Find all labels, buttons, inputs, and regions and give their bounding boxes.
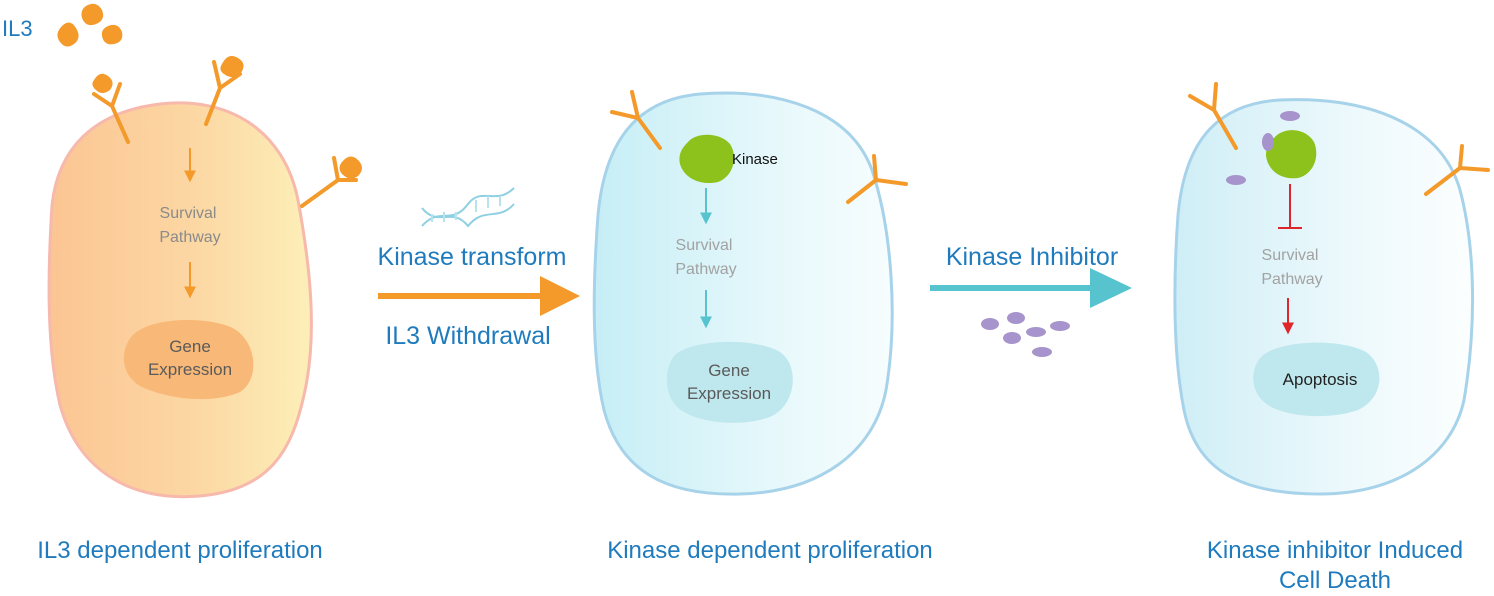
- nucleus: [666, 341, 793, 423]
- dna-icon: [421, 187, 515, 228]
- receptor-icon: [1188, 82, 1238, 150]
- il3-bound-ligand-icon: [92, 73, 113, 93]
- pathway-label-line2: Pathway: [1261, 271, 1322, 288]
- il3-label: IL3: [2, 16, 33, 41]
- receptor-icon: [1424, 144, 1490, 196]
- inhibitor-molecules: [981, 312, 1070, 357]
- kinase-icon: [1266, 130, 1317, 179]
- cell-membrane: [1173, 98, 1475, 496]
- receptor-icon: [300, 156, 358, 208]
- pathway-label-line2: Pathway: [675, 261, 736, 278]
- receptor-icon: [204, 60, 242, 126]
- cell-kinase-dependent: Kinase Survival Pathway Gene Expression: [592, 90, 908, 496]
- nucleus-label-line2: Expression: [687, 384, 771, 403]
- cell-membrane: [47, 101, 313, 499]
- nucleus-label-line1: Gene: [169, 337, 211, 356]
- kinase-label: Kinase: [732, 151, 778, 168]
- il3-ligand-icon: [81, 3, 104, 26]
- il3-bound-ligand-icon: [339, 156, 362, 179]
- inhibitor-arrow: [930, 268, 1132, 308]
- receptor-icon: [846, 154, 908, 204]
- il3-ligands: [57, 3, 123, 47]
- nucleus: [123, 320, 254, 400]
- kinase-icon: [679, 134, 734, 184]
- inhibitor-molecule-icon: [1050, 321, 1070, 331]
- pathway-label-line1: Survival: [676, 237, 733, 254]
- cell-il3-dependent: Survival Pathway Gene Expression: [47, 56, 362, 499]
- receptor-icon: [610, 90, 662, 150]
- receptor-icon: [92, 82, 130, 144]
- nucleus: [1253, 342, 1380, 417]
- pathway-label-line2: Pathway: [159, 229, 220, 246]
- cell-membrane: [592, 91, 894, 496]
- inhibitor-molecule-icon: [1262, 133, 1274, 151]
- inhibitor-molecule-icon: [1280, 111, 1300, 121]
- caption-il3-dependent: IL3 dependent proliferation: [37, 537, 323, 564]
- inhibition-symbol: [1278, 184, 1302, 229]
- inhibitor-molecule-icon: [1226, 175, 1246, 185]
- inhibitor-molecule-icon: [1003, 332, 1021, 344]
- caption-inhibitor-line2: Cell Death: [1278, 567, 1392, 594]
- kinase-inhibitor-label: Kinase Inhibitor: [946, 243, 1118, 271]
- inhibitor-molecule-icon: [981, 318, 999, 330]
- il3-ligand-icon: [101, 24, 123, 45]
- caption-kinase-dependent: Kinase dependent proliferation: [607, 537, 933, 564]
- pathway-label-line1: Survival: [1262, 247, 1319, 264]
- inhibitor-molecule-icon: [1007, 312, 1025, 324]
- nucleus-label-line2: Expression: [148, 360, 232, 379]
- il3-bound-ligand-icon: [220, 56, 244, 77]
- nucleus-label-line1: Gene: [708, 361, 750, 380]
- inhibitor-molecule-icon: [1032, 347, 1052, 357]
- caption-inhibitor-line1: Kinase inhibitor Induced: [1206, 537, 1464, 564]
- pathway-label-line1: Survival: [160, 205, 217, 222]
- inhibitor-molecule-icon: [1026, 327, 1046, 337]
- kinase-transform-label: Kinase transform: [378, 243, 567, 271]
- transform-arrow: [378, 276, 580, 316]
- cell-kinase-inhibited: Survival Pathway Apoptosis: [1173, 82, 1490, 496]
- il3-ligand-icon: [57, 22, 79, 47]
- il3-withdrawal-label: IL3 Withdrawal: [385, 322, 550, 350]
- nucleus-label-line1: Apoptosis: [1283, 370, 1358, 389]
